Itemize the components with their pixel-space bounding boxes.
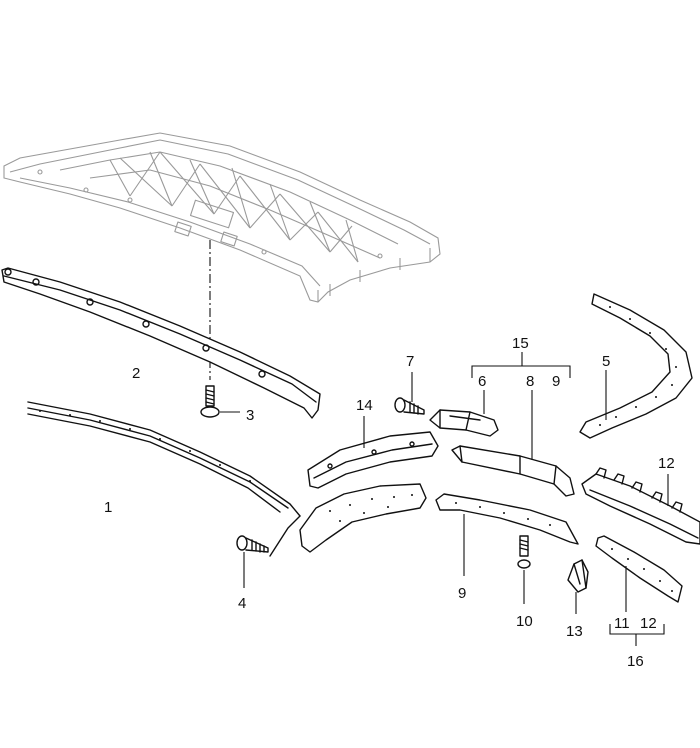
label-2: 2 — [132, 365, 140, 382]
bracket-16 — [609, 624, 665, 646]
part-7-screw — [394, 372, 425, 415]
label-1: 1 — [104, 499, 112, 516]
part-9-seal-segment — [435, 493, 579, 576]
part-3-screw — [200, 385, 240, 418]
corner-seal-piece — [299, 483, 427, 553]
part-4-screw — [236, 535, 269, 588]
label-9-lower: 9 — [458, 585, 466, 602]
part-1-seal — [27, 401, 301, 557]
label-4: 4 — [238, 595, 246, 612]
part-5-seal — [579, 293, 693, 439]
label-13: 13 — [566, 623, 583, 640]
part-2-trim-strip — [1, 267, 321, 419]
label-12-upper: 12 — [658, 455, 675, 472]
roof-frame-assembly — [3, 132, 441, 303]
label-14: 14 — [356, 397, 373, 414]
label-15: 15 — [512, 335, 529, 352]
part-13-clip — [567, 559, 589, 614]
label-16: 16 — [627, 653, 644, 670]
label-6: 6 — [478, 373, 486, 390]
label-8: 8 — [526, 373, 534, 390]
label-7: 7 — [406, 353, 414, 370]
label-12-lower: 12 — [640, 615, 657, 632]
part-11-seal — [595, 535, 683, 612]
label-9-upper: 9 — [552, 373, 560, 390]
part-14-rail — [307, 416, 439, 489]
label-5: 5 — [602, 353, 610, 370]
part-6-clip — [429, 390, 499, 437]
part-8-bracket — [451, 390, 575, 497]
bracket-15 — [471, 352, 571, 378]
label-3: 3 — [246, 407, 254, 424]
part-12-toothed-bracket — [581, 467, 700, 545]
label-11: 11 — [614, 615, 630, 632]
label-10: 10 — [516, 613, 533, 630]
part-10-screw — [517, 535, 531, 604]
